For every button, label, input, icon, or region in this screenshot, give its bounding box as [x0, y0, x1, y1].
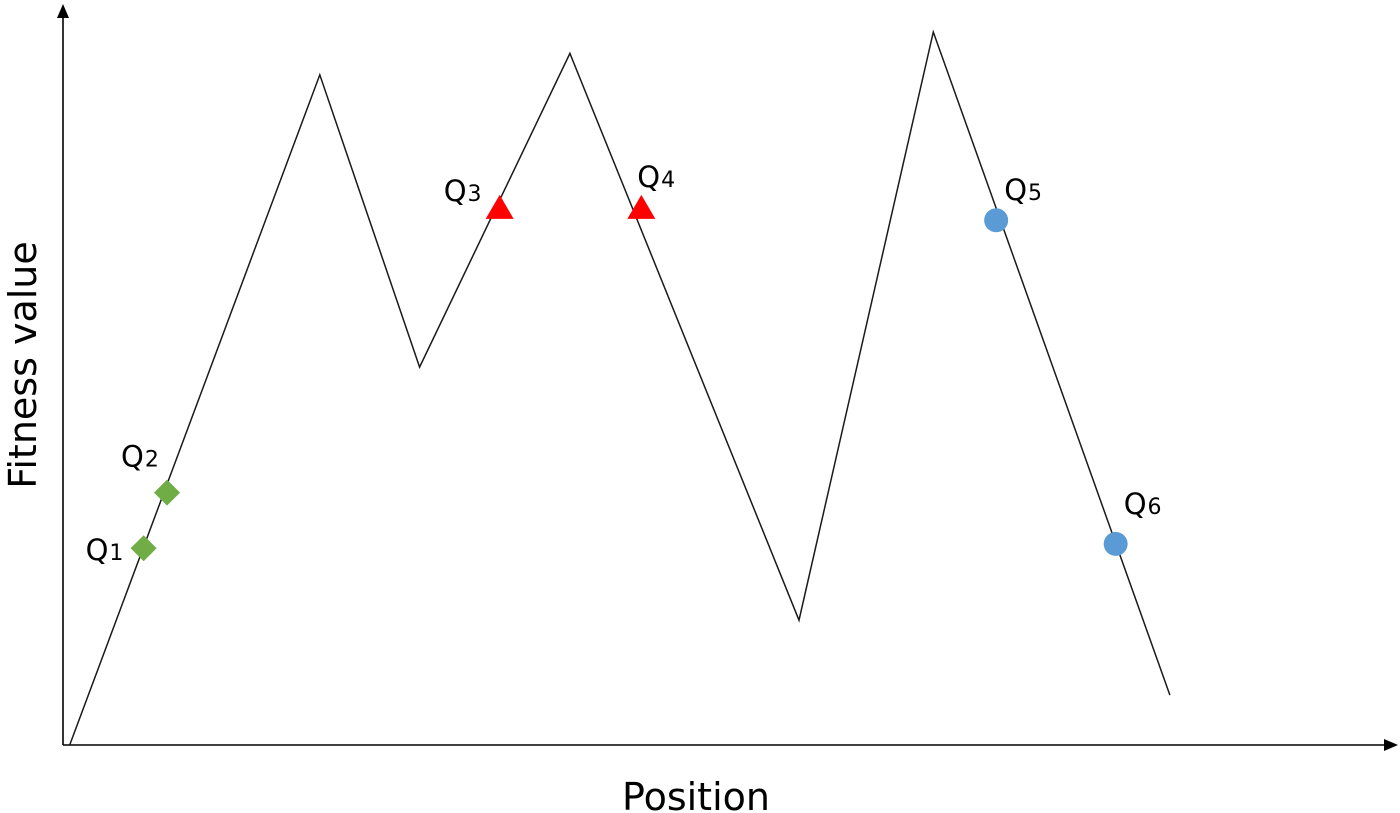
marker-q6: [1103, 531, 1128, 556]
y-axis-title: Fitness value: [1, 241, 45, 488]
label-main: Q: [1004, 173, 1027, 207]
label-q5: Q5: [1004, 173, 1042, 207]
label-subscript: 5: [1028, 181, 1042, 206]
label-subscript: 3: [468, 182, 482, 207]
label-main: Q: [86, 533, 109, 567]
fitness-landscape-line: [68, 29, 1171, 746]
label-q2: Q2: [121, 440, 159, 474]
label-subscript: 1: [109, 541, 123, 566]
marker-q2: [154, 479, 181, 506]
x-axis-title: Position: [622, 775, 770, 813]
marker-q3: [485, 194, 514, 219]
particle-markers: [130, 194, 1128, 562]
label-main: Q: [1124, 487, 1147, 521]
label-main: Q: [121, 440, 144, 474]
marker-q4: [627, 194, 656, 219]
marker-q1: [130, 535, 157, 562]
marker-q5: [984, 208, 1009, 233]
label-q4: Q4: [637, 160, 675, 194]
label-q1: Q1: [86, 533, 124, 567]
label-q3: Q3: [444, 174, 482, 208]
label-main: Q: [444, 174, 467, 208]
label-subscript: 2: [145, 448, 159, 473]
label-subscript: 4: [661, 168, 675, 193]
label-main: Q: [637, 160, 660, 194]
label-q6: Q6: [1124, 487, 1162, 521]
label-subscript: 6: [1148, 495, 1162, 520]
